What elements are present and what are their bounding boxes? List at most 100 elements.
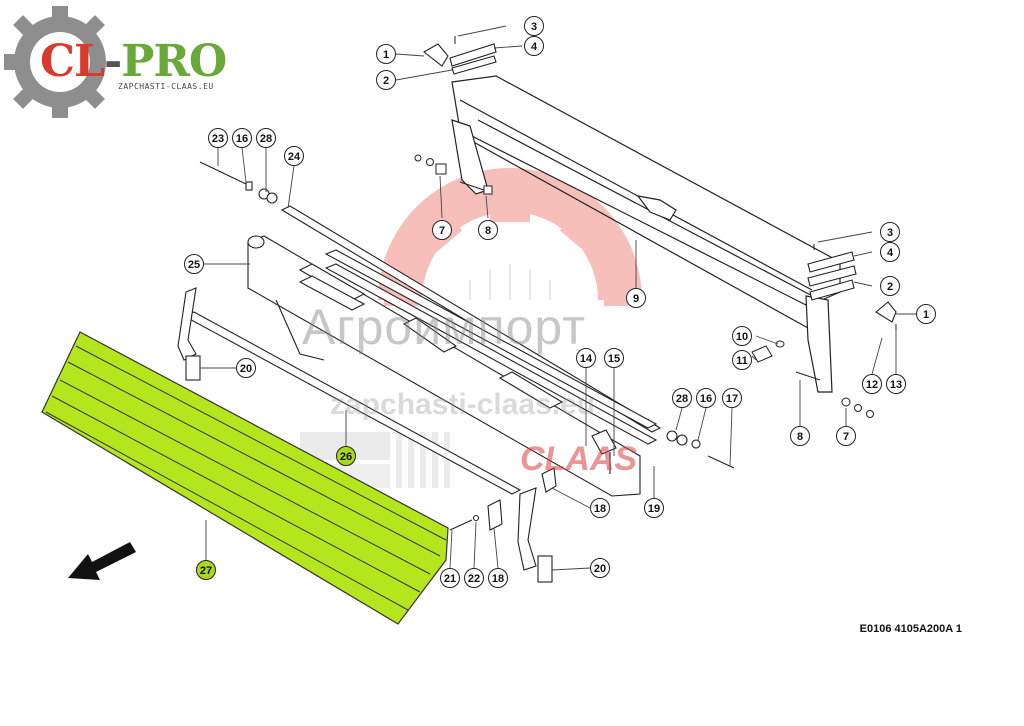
callout-19: 19	[644, 498, 664, 518]
rollers-14-15	[298, 249, 735, 474]
callout-circle	[880, 222, 900, 242]
callout-2: 2	[376, 70, 396, 90]
callout-circle	[524, 36, 544, 56]
callout-label: 28	[676, 393, 688, 405]
callout-4: 4	[880, 242, 900, 262]
callout-3: 3	[524, 16, 544, 36]
callout-circle	[590, 498, 610, 518]
callout-label: 13	[890, 379, 902, 391]
callout-label: 25	[188, 259, 200, 271]
callout-7: 7	[836, 426, 856, 446]
callout-circle	[590, 558, 610, 578]
callout-circle	[478, 220, 498, 240]
callout-label: 7	[843, 431, 849, 443]
callout-label: 27	[200, 565, 212, 577]
top-brackets	[423, 43, 897, 323]
callout-16: 16	[232, 128, 252, 148]
callout-label: 7	[439, 225, 445, 237]
callout-label: 1	[923, 309, 929, 321]
callout-1: 1	[376, 44, 396, 64]
callout-circle	[284, 146, 304, 166]
callout-28: 28	[672, 388, 692, 408]
callout-label: 4	[531, 41, 538, 53]
callout-label: 10	[736, 331, 748, 343]
callout-label: 1	[383, 49, 389, 61]
callout-circle	[208, 128, 228, 148]
callout-circle	[916, 304, 936, 324]
callout-20: 20	[590, 558, 610, 578]
callout-label: 21	[444, 573, 456, 585]
callout-label: 4	[887, 247, 894, 259]
callout-circle	[886, 374, 906, 394]
callout-label: 18	[594, 503, 606, 515]
callout-label: 23	[212, 133, 224, 145]
callout-13: 13	[886, 374, 906, 394]
callout-circle	[464, 568, 484, 588]
callout-circle	[256, 128, 276, 148]
callout-label: 16	[700, 393, 712, 405]
callout-label: 12	[866, 379, 878, 391]
callout-label: 3	[531, 21, 537, 33]
leader-lines	[200, 25, 916, 571]
callout-2: 2	[880, 276, 900, 296]
callout-27: 27	[196, 560, 216, 580]
logo-brand-dash: -	[103, 36, 122, 87]
callout-label: 8	[485, 225, 491, 237]
callout-circle	[232, 128, 252, 148]
callout-circle	[376, 70, 396, 90]
callout-7: 7	[432, 220, 452, 240]
callout-28: 28	[256, 128, 276, 148]
callout-24: 24	[284, 146, 304, 166]
callout-1: 1	[916, 304, 936, 324]
callout-label: 17	[726, 393, 738, 405]
callout-8: 8	[478, 220, 498, 240]
callout-15: 15	[604, 348, 624, 368]
callout-9: 9	[626, 288, 646, 308]
callout-circle	[836, 426, 856, 446]
callout-label: 2	[383, 75, 389, 87]
callout-label: 2	[887, 281, 893, 293]
watermark-title: Агроимпорт	[302, 299, 586, 355]
callout-circle	[376, 44, 396, 64]
callout-22: 22	[464, 568, 484, 588]
callout-circle	[626, 288, 646, 308]
callout-circle	[696, 388, 716, 408]
callout-label: 3	[887, 227, 893, 239]
logo-brand-right: PRO	[121, 36, 227, 87]
callout-circle	[184, 254, 204, 274]
callout-label: 16	[236, 133, 248, 145]
callout-8: 8	[790, 426, 810, 446]
callout-11: 11	[732, 350, 752, 370]
callout-circle	[524, 16, 544, 36]
callout-label: 19	[648, 503, 660, 515]
callout-circle	[488, 568, 508, 588]
highlighted-panel-27	[41, 331, 449, 625]
callout-16: 16	[696, 388, 716, 408]
callout-25: 25	[184, 254, 204, 274]
callout-10: 10	[732, 326, 752, 346]
callout-label: 26	[340, 451, 352, 463]
callout-18: 18	[590, 498, 610, 518]
callout-21: 21	[440, 568, 460, 588]
callout-18: 18	[488, 568, 508, 588]
callout-label: 8	[797, 431, 803, 443]
callout-circle	[236, 358, 256, 378]
logo-brand-left: CL	[40, 36, 105, 87]
logo-wordmark: CL-PRO	[40, 36, 227, 87]
callout-circle	[432, 220, 452, 240]
logo-gear-icon	[4, 6, 106, 118]
callout-circle	[790, 426, 810, 446]
callout-circle	[672, 388, 692, 408]
callout-label: 18	[492, 573, 504, 585]
callout-12: 12	[862, 374, 882, 394]
callout-circle	[604, 348, 624, 368]
callout-label: 22	[468, 573, 480, 585]
callout-14: 14	[576, 348, 596, 368]
callout-label: 14	[580, 353, 593, 365]
callout-label: 20	[594, 563, 606, 575]
rod-26	[177, 287, 557, 583]
callout-label: 24	[288, 151, 301, 163]
direction-arrow-icon	[68, 542, 136, 580]
